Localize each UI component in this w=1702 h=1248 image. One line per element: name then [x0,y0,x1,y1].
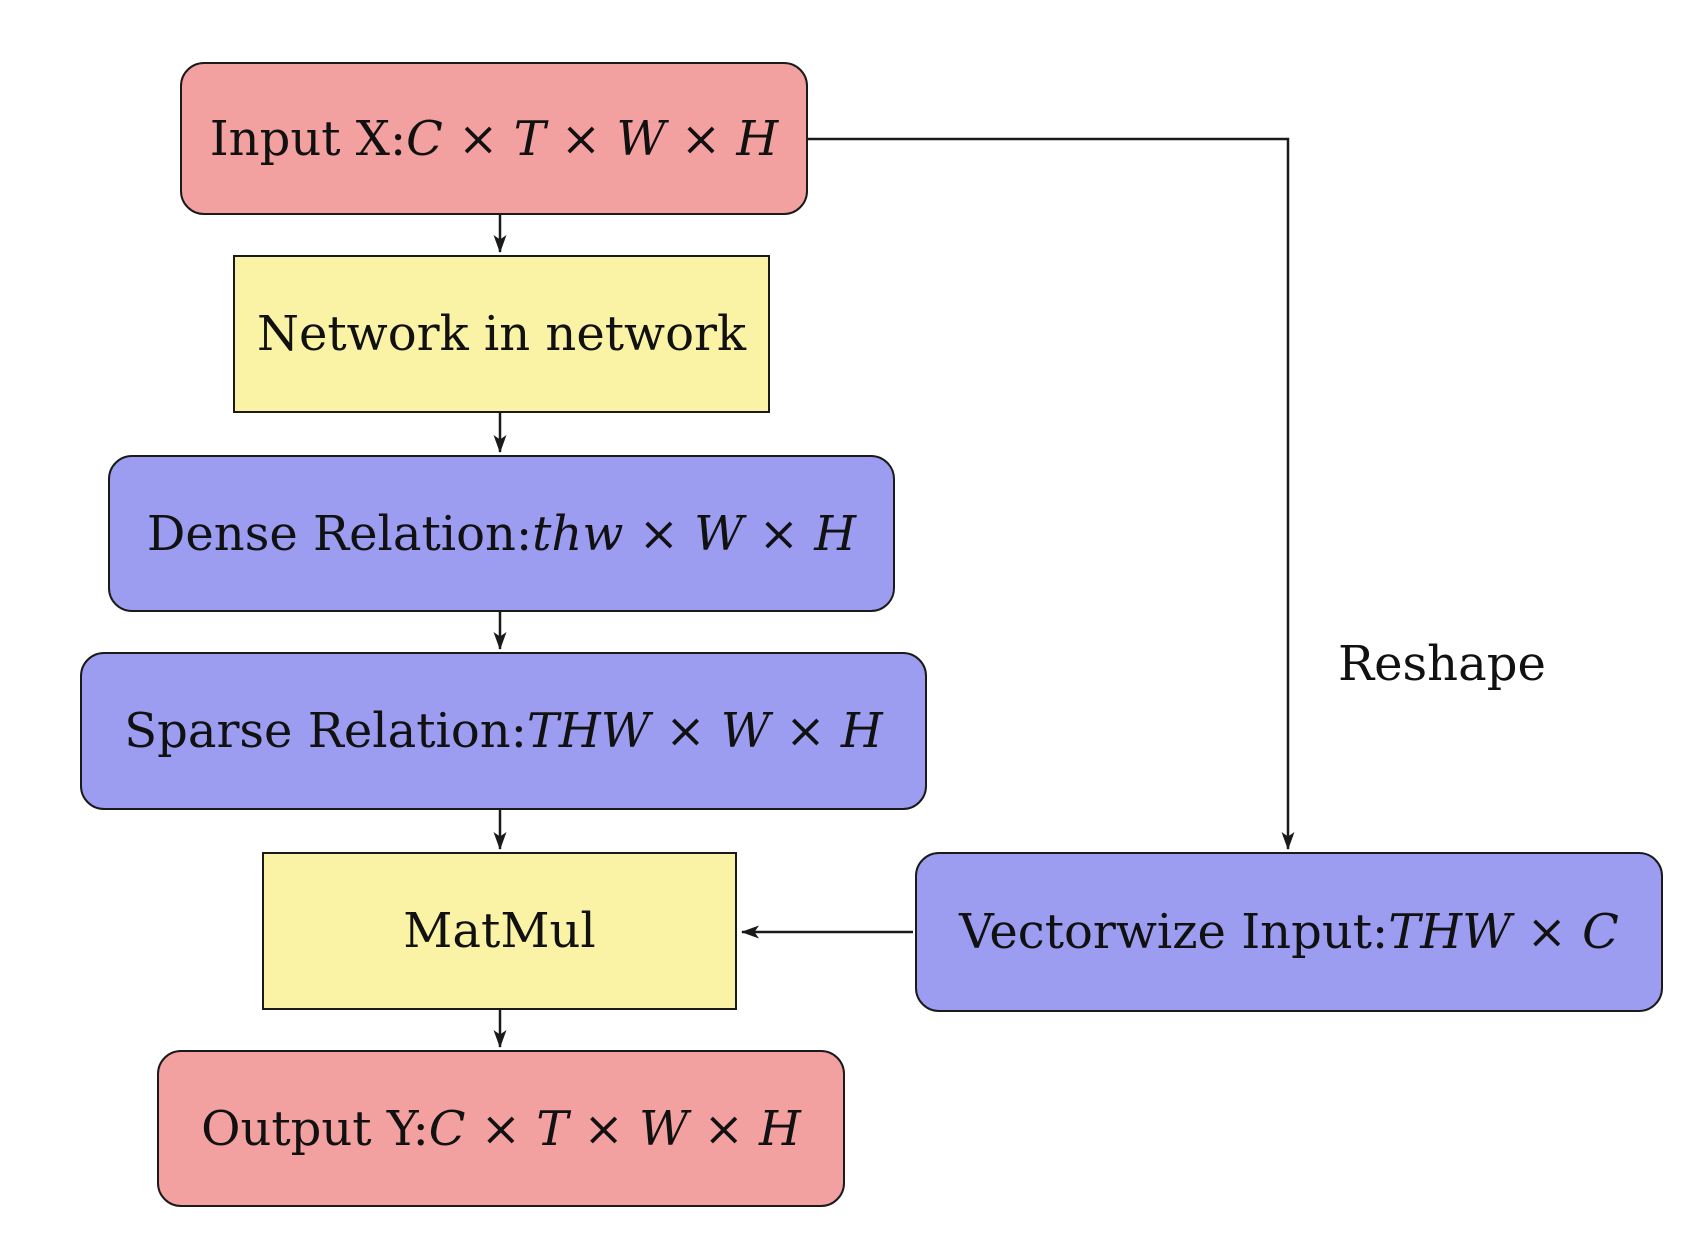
node-output-y-math: C × T × W × H [428,1100,801,1157]
node-matmul-label: MatMul [403,903,596,959]
node-dense-relation: Dense Relation: thw × W × H [108,455,895,612]
node-sparse-relation-label: Sparse Relation: [124,703,527,759]
node-network-in-network-label: Network in network [256,306,747,362]
node-dense-relation-label: Dense Relation: [146,505,533,562]
node-matmul: MatMul [262,852,737,1010]
node-output-y-label: Output Y: [201,1100,429,1157]
node-vectorwize-input-label: Vectorwize Input: [959,904,1389,960]
node-input-x-math: C × T × W × H [406,110,779,167]
node-network-in-network: Network in network [233,255,770,413]
node-vectorwize-input-math: THW × C [1388,904,1619,960]
node-input-x-label: Input X: [209,110,407,167]
node-sparse-relation-math: THW × W × H [526,703,883,759]
node-input-x: Input X: C × T × W × H [180,62,808,215]
node-sparse-relation: Sparse Relation: THW × W × H [80,652,927,810]
node-vectorwize-input: Vectorwize Input: THW × C [915,852,1663,1012]
reshape-label: Reshape [1338,636,1546,692]
node-output-y: Output Y: C × T × W × H [157,1050,845,1207]
node-dense-relation-math: thw × W × H [532,505,857,562]
